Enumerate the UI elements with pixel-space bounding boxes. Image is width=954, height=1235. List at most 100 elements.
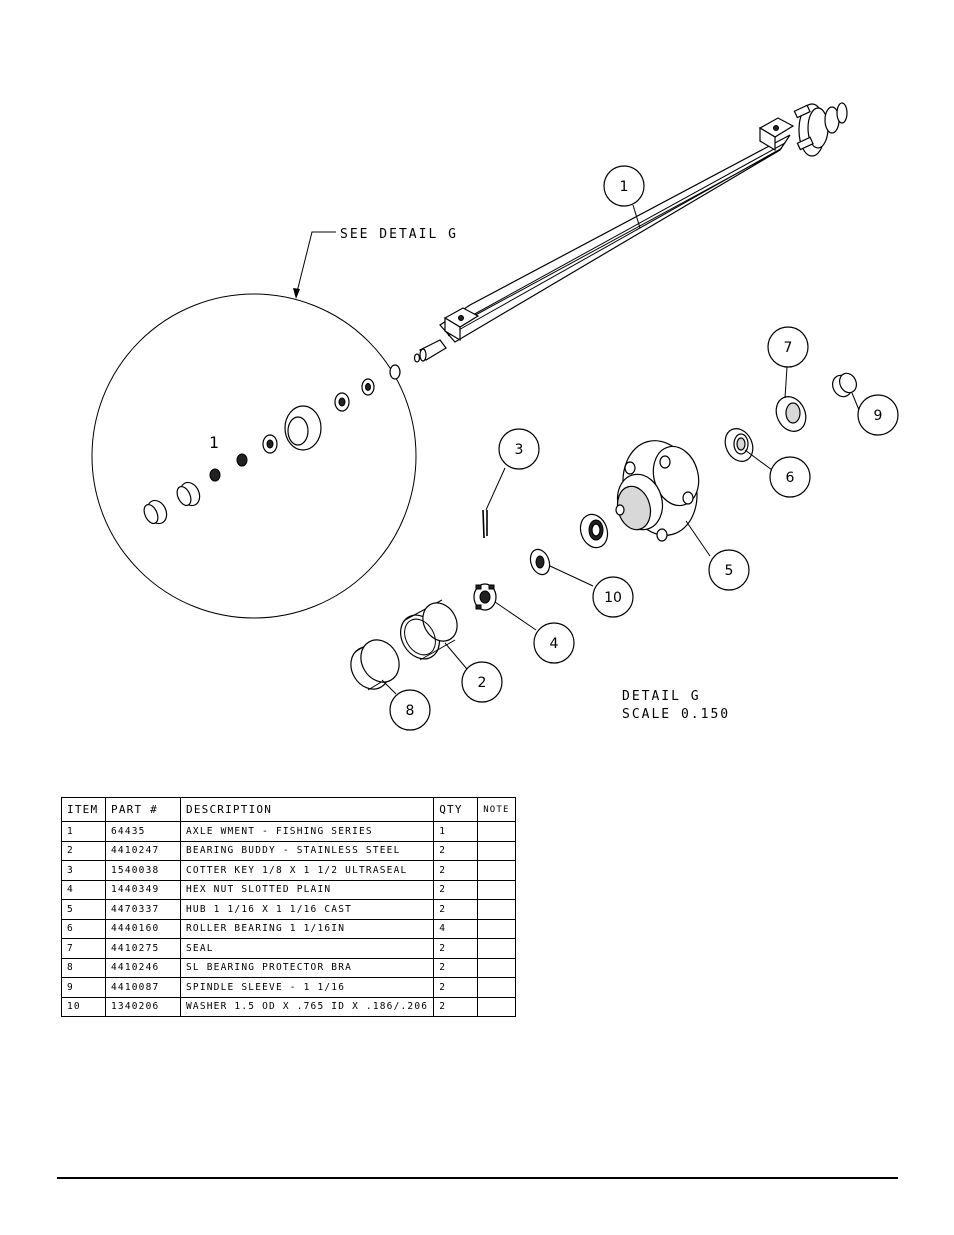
- bom-row: 1 64435 AXLE WMENT - FISHING SERIES 1: [61, 821, 516, 842]
- bom-item: 9: [61, 977, 106, 998]
- bom-note: [477, 860, 516, 881]
- callout-4: 4: [533, 622, 575, 664]
- svg-text:1: 1: [620, 179, 629, 195]
- detail-scale: SCALE 0.150: [622, 707, 730, 722]
- bom-row: 7 4410275 SEAL 2: [61, 938, 516, 959]
- washer-part: [529, 548, 551, 576]
- bom-part: 4470337: [105, 899, 181, 920]
- svg-text:5: 5: [725, 563, 734, 579]
- see-detail-note: SEE DETAIL G: [340, 227, 458, 242]
- svg-text:2: 2: [478, 675, 487, 691]
- bom-description: AXLE WMENT - FISHING SERIES: [179, 821, 435, 842]
- bom-description: HEX NUT SLOTTED PLAIN: [179, 879, 435, 900]
- bom-note: [477, 899, 516, 920]
- bom-item: 1: [61, 821, 106, 842]
- bom-item: 2: [61, 840, 106, 861]
- svg-text:3: 3: [515, 442, 524, 458]
- bom-qty: 2: [433, 996, 479, 1017]
- callout-9: 9: [857, 394, 899, 436]
- svg-text:4: 4: [550, 636, 559, 652]
- bom-qty: 2: [433, 860, 479, 881]
- callout-3: 3: [498, 428, 540, 470]
- bom-item: 5: [61, 899, 106, 920]
- svg-text:8: 8: [406, 703, 415, 719]
- bom-item: 6: [61, 918, 106, 939]
- detail-boundary-circle: [91, 293, 417, 619]
- bom-description: WASHER 1.5 OD X .765 ID X .186/.206: [179, 996, 435, 1017]
- seal-part: [775, 396, 807, 432]
- bom-qty: 2: [433, 957, 479, 978]
- spindle-sleeve-part: [832, 372, 857, 398]
- bom-part: 1440349: [105, 879, 181, 900]
- bom-part: 64435: [105, 821, 181, 842]
- bom-part: 1540038: [105, 860, 181, 881]
- bom-row: 4 1440349 HEX NUT SLOTTED PLAIN 2: [61, 879, 516, 900]
- bom-qty: 2: [433, 938, 479, 959]
- bom-header-part: PART #: [105, 797, 181, 822]
- bom-description: HUB 1 1/16 X 1 1/16 CAST: [179, 899, 435, 920]
- cotter-key-part: [482, 509, 488, 539]
- bom-item: 10: [61, 996, 106, 1017]
- svg-text:10: 10: [604, 590, 622, 606]
- bom-qty: 2: [433, 879, 479, 900]
- bom-item: 7: [61, 938, 106, 959]
- bearing-buddy-part: [400, 599, 458, 661]
- exploded-assembly-drawing: SEE DETAIL G 1: [91, 102, 899, 731]
- bom-note: [477, 977, 516, 998]
- bom-row: 8 4410246 SL BEARING PROTECTOR BRA 2: [61, 957, 516, 978]
- bom-qty: 2: [433, 899, 479, 920]
- bill-of-materials-table: ITEM PART # DESCRIPTION QTY NOTE 1 64435…: [61, 797, 516, 1017]
- bom-header-qty: QTY: [433, 797, 479, 822]
- bom-description: ROLLER BEARING 1 1/16IN: [179, 918, 435, 939]
- svg-text:7: 7: [784, 340, 793, 356]
- bom-row: 6 4440160 ROLLER BEARING 1 1/16IN 4: [61, 918, 516, 939]
- bom-qty: 4: [433, 918, 479, 939]
- footer-rule: [57, 1177, 898, 1179]
- detail-title: DETAIL G: [622, 689, 701, 704]
- callout-1: 1: [603, 165, 645, 207]
- bom-part: 4410087: [105, 977, 181, 998]
- bom-item: 3: [61, 860, 106, 881]
- svg-text:6: 6: [786, 470, 795, 486]
- callout-6: 6: [769, 456, 811, 498]
- bom-header-note: NOTE: [477, 797, 516, 822]
- bom-description: SPINDLE SLEEVE - 1 1/16: [179, 977, 435, 998]
- bom-row: 9 4410087 SPINDLE SLEEVE - 1 1/16 2: [61, 977, 516, 998]
- callout-8: 8: [389, 689, 431, 731]
- callout-2: 2: [461, 661, 503, 703]
- hex-nut-part: [473, 583, 497, 611]
- bom-header-item: ITEM: [61, 797, 106, 822]
- bearing-protector-part: [350, 639, 400, 691]
- bom-note: [477, 840, 516, 861]
- bom-qty: 2: [433, 840, 479, 861]
- bom-row: 2 4410247 BEARING BUDDY - STAINLESS STEE…: [61, 840, 516, 861]
- detail-inner-label: 1: [209, 433, 221, 452]
- bom-note: [477, 996, 516, 1017]
- bom-part: 4410246: [105, 957, 181, 978]
- bom-row: 10 1340206 WASHER 1.5 OD X .765 ID X .18…: [61, 996, 516, 1017]
- bom-item: 8: [61, 957, 106, 978]
- bom-part: 4440160: [105, 918, 181, 939]
- bom-row: 3 1540038 COTTER KEY 1/8 X 1 1/2 ULTRASE…: [61, 860, 516, 881]
- axle-tube: [413, 102, 848, 363]
- bom-header-row: ITEM PART # DESCRIPTION QTY NOTE: [61, 797, 516, 822]
- detail-small-parts: [143, 364, 401, 525]
- callout-7: 7: [767, 326, 809, 368]
- bom-part: 4410275: [105, 938, 181, 959]
- bom-qty: 1: [433, 821, 479, 842]
- inner-roller-bearing-part: [579, 513, 609, 549]
- bom-description: COTTER KEY 1/8 X 1 1/2 ULTRASEAL: [179, 860, 435, 881]
- bom-header-description: DESCRIPTION: [179, 797, 435, 822]
- callout-10: 10: [592, 576, 634, 618]
- bom-note: [477, 957, 516, 978]
- bom-note: [477, 938, 516, 959]
- bom-row: 5 4470337 HUB 1 1/16 X 1 1/16 CAST 2: [61, 899, 516, 920]
- bom-note: [477, 879, 516, 900]
- bom-part: 4410247: [105, 840, 181, 861]
- roller-bearing-part: [724, 428, 754, 462]
- bom-description: SEAL: [179, 938, 435, 959]
- callout-5: 5: [708, 549, 750, 591]
- bom-note: [477, 821, 516, 842]
- bom-description: BEARING BUDDY - STAINLESS STEEL: [179, 840, 435, 861]
- bom-description: SL BEARING PROTECTOR BRA: [179, 957, 435, 978]
